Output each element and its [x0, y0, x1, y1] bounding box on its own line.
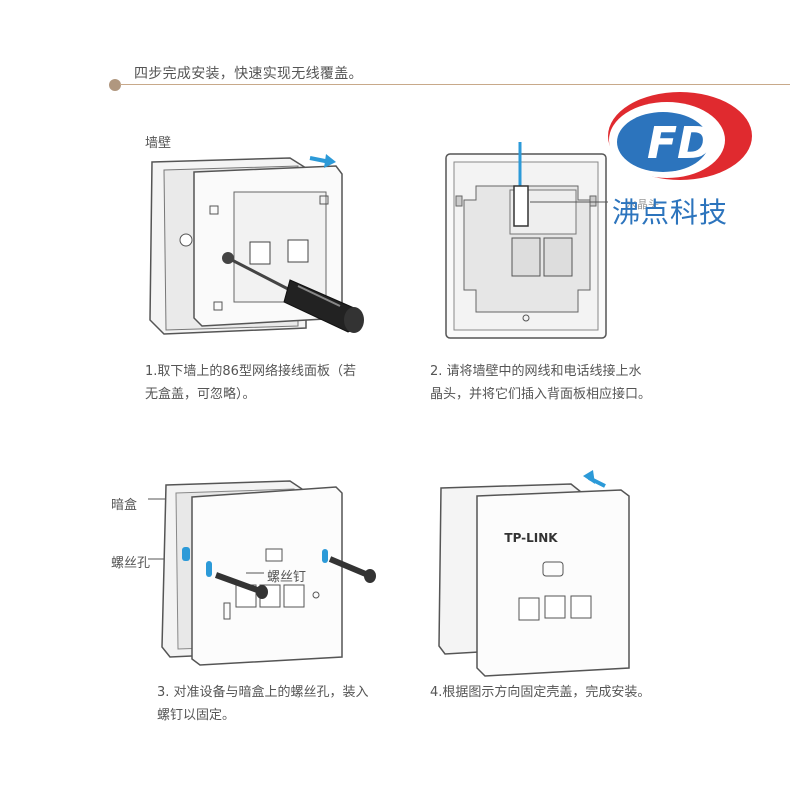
- step1-caption-line2: 无盒盖，可忽略）。: [145, 387, 256, 402]
- step4-illustration: TP-LINK: [438, 470, 630, 677]
- step2-caption: 2. 请将墙壁中的网线和电话线接上水 晶头，并将它们插入背面板相应接口。: [430, 360, 651, 406]
- brand-logo-letters: FD: [647, 118, 714, 169]
- step1-caption: 1.取下墙上的86型网络接线面板（若 无盒盖，可忽略）。: [145, 360, 356, 406]
- wall-label: 墙壁: [145, 136, 172, 151]
- step2-caption-line1: 2. 请将墙壁中的网线和电话线接上水: [430, 364, 642, 379]
- screw-label: 螺丝钉: [267, 570, 307, 585]
- step4-caption-line1: 4.根据图示方向固定壳盖，完成安装。: [430, 685, 651, 700]
- step2-illustration: [445, 142, 608, 339]
- brand-logo: FD: [608, 92, 752, 180]
- step3-caption: 3. 对准设备与暗盒上的螺丝孔，装入 螺钉以固定。: [157, 681, 369, 727]
- step1-caption-line1: 1.取下墙上的86型网络接线面板（若: [145, 364, 356, 379]
- box-label: 暗盒: [111, 498, 138, 513]
- step3-illustration: [148, 480, 376, 666]
- heading-bullet: [109, 79, 121, 91]
- brand-name: 沸点科技: [612, 196, 729, 229]
- step3-caption-line1: 3. 对准设备与暗盒上的螺丝孔，装入: [157, 685, 369, 700]
- screw-hole-label: 螺丝孔: [111, 556, 151, 571]
- step3-caption-line2: 螺钉以固定。: [157, 708, 236, 723]
- step4-caption: 4.根据图示方向固定壳盖，完成安装。: [430, 681, 650, 704]
- step2-caption-line2: 晶头，并将它们插入背面板相应接口。: [430, 387, 652, 402]
- step1-illustration: [149, 154, 364, 335]
- page-title: 四步完成安装，快速实现无线覆盖。: [134, 66, 363, 82]
- device-brand-logo: TP-LINK: [504, 531, 558, 545]
- heading-rule: [120, 84, 790, 85]
